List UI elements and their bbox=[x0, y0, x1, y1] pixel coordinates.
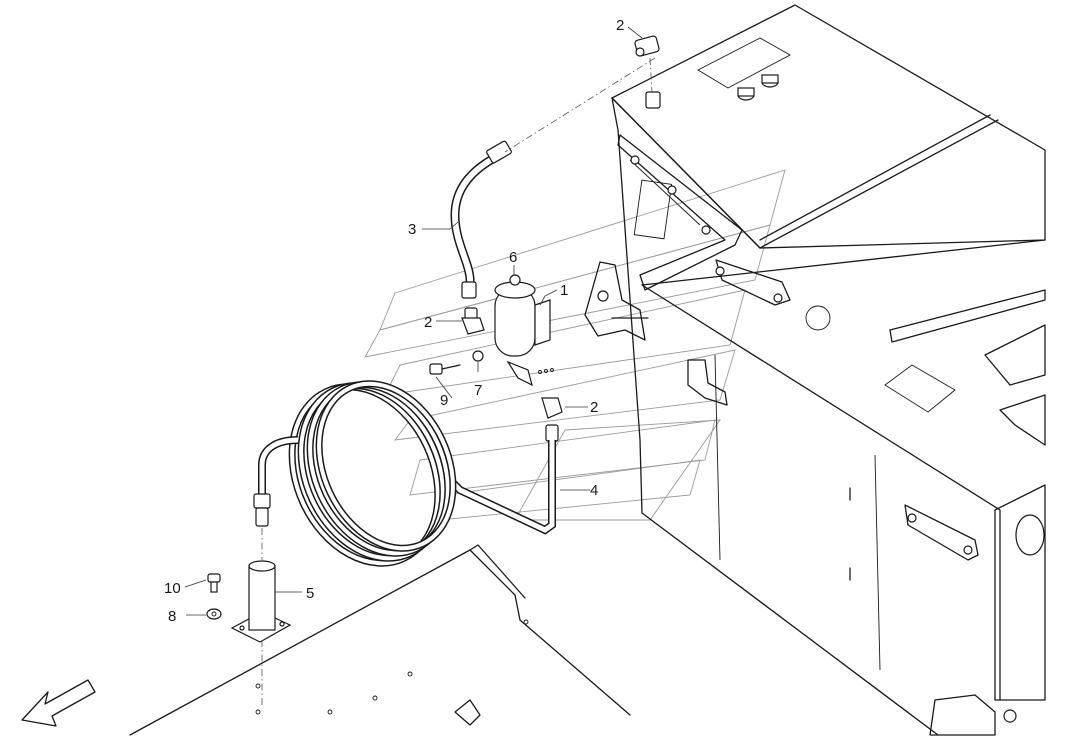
part-10-bolt bbox=[207, 573, 221, 593]
part-5-cylinder bbox=[230, 560, 292, 643]
direction-arrow-icon bbox=[21, 679, 96, 727]
callout-2-left: 2 bbox=[424, 314, 432, 331]
callout-9: 9 bbox=[440, 392, 448, 409]
callout-8: 8 bbox=[168, 608, 176, 625]
callout-5: 5 bbox=[306, 585, 314, 602]
part-9-bolt bbox=[429, 363, 461, 375]
part-2-right-fitting bbox=[541, 397, 563, 442]
centerline-top-b bbox=[649, 57, 653, 93]
part-2-left-fitting bbox=[461, 317, 485, 335]
part-3-hose bbox=[450, 140, 512, 321]
watermark-logo bbox=[364, 169, 786, 521]
part-8-washer bbox=[206, 608, 222, 620]
callout-10: 10 bbox=[164, 580, 181, 597]
callout-2-top: 2 bbox=[616, 17, 624, 34]
callout-3: 3 bbox=[408, 221, 416, 238]
part-6-receiver-drier bbox=[494, 274, 551, 357]
callout-2-right: 2 bbox=[590, 399, 598, 416]
part-2-top-fitting bbox=[634, 35, 660, 57]
callout-6: 6 bbox=[509, 249, 517, 266]
outlet-pipe bbox=[506, 360, 554, 387]
callout-4: 4 bbox=[590, 482, 598, 499]
machine-frame bbox=[584, 4, 1046, 736]
floor-plate bbox=[129, 544, 631, 736]
centerline-top bbox=[504, 57, 656, 153]
leader-lines bbox=[184, 26, 643, 616]
callout-1: 1 bbox=[560, 282, 568, 299]
callout-labels: 1 2 2 2 3 4 5 6 7 8 9 10 bbox=[164, 17, 624, 625]
cooling-coil bbox=[253, 380, 457, 567]
part-7-washer bbox=[472, 350, 484, 362]
callout-7: 7 bbox=[474, 382, 482, 399]
